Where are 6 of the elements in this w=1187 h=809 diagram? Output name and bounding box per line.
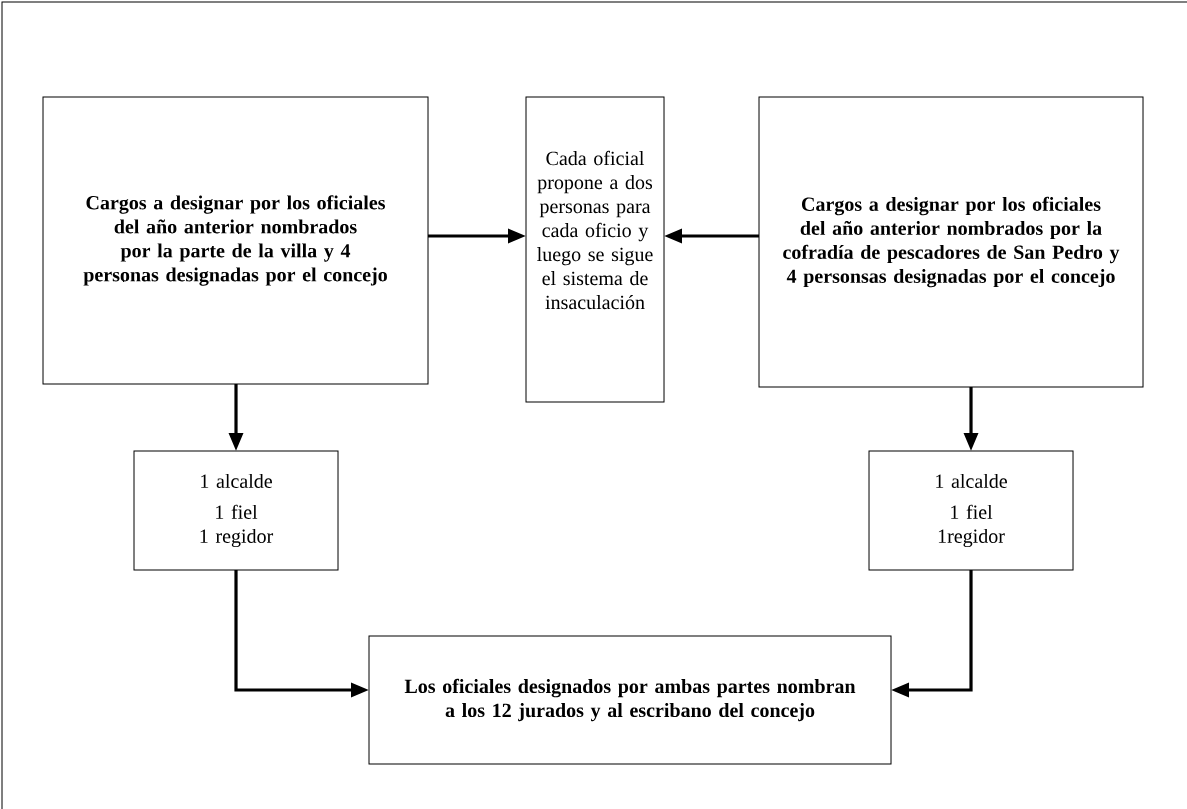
process-box: Cargos a designar por los oficiales del año anterior nombrados por la cofradía de pescadores de San Pedro y 4 personsas designadas por el concejo (758, 96, 1144, 388)
process-box: 1 alcalde 1 fiel 1 regidor (133, 450, 339, 571)
process-box: 1 alcalde 1 fiel 1regidor (868, 450, 1074, 571)
process-box: Cada oficial propone a dos personas para cada oficio y luego se sigue el sistema de insaculación (525, 96, 665, 403)
process-box: Cargos a designar por los oficiales del año anterior nombrados por la parte de la villa y 4 personas designadas por el concejo (42, 96, 429, 385)
process-box: Los oficiales designados por ambas partes nombran a los 12 jurados y al escribano del concejo (368, 635, 892, 765)
